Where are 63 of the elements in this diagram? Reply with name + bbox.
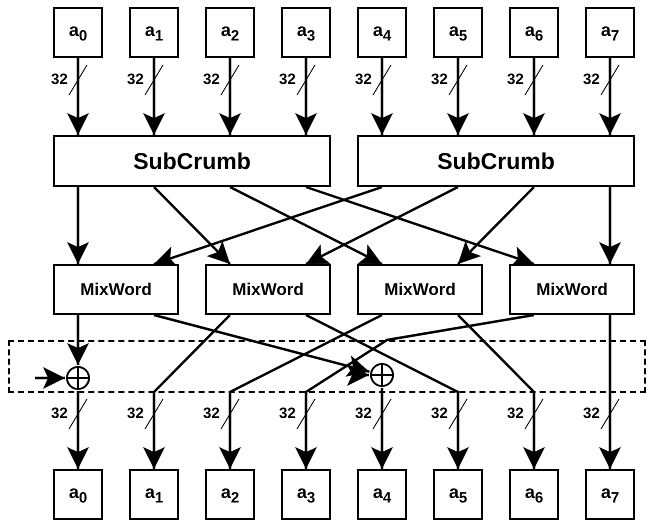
box-label: SubCrumb xyxy=(437,148,555,174)
dashed-region xyxy=(8,340,646,393)
input-word-box xyxy=(357,7,407,58)
edge-label: 32 xyxy=(507,72,524,88)
output-word-box xyxy=(53,469,103,520)
edge-label: 32 xyxy=(431,72,448,88)
edge-label: 32 xyxy=(127,72,144,88)
input-word-box xyxy=(509,7,559,58)
edge-label: 32 xyxy=(127,406,144,422)
box-label: a$_{7}$ xyxy=(600,482,620,507)
box-label: a$_{2}$ xyxy=(220,20,240,45)
mixword-box xyxy=(357,264,483,315)
edge-label: 32 xyxy=(279,406,296,422)
box-label: a$_{2}$ xyxy=(220,482,240,507)
mixword-box xyxy=(205,264,331,315)
box-label: a$_{1}$ xyxy=(144,20,164,45)
box-label: SubCrumb xyxy=(133,148,251,174)
input-word-box xyxy=(205,7,255,58)
xor-symbol xyxy=(370,363,394,387)
input-word-box xyxy=(129,7,179,58)
output-word-box xyxy=(357,469,407,520)
input-word-box xyxy=(433,7,483,58)
subcrumb-box xyxy=(53,135,331,187)
box-label: a$_{0}$ xyxy=(68,20,88,45)
input-word-box xyxy=(53,7,103,58)
output-word-box xyxy=(129,469,179,520)
box-label: a$_{6}$ xyxy=(524,20,544,45)
box-label: a$_{4}$ xyxy=(372,482,392,507)
output-word-box xyxy=(585,469,635,520)
output-word-box xyxy=(205,469,255,520)
edge-label: 32 xyxy=(355,406,372,422)
edge-label: 32 xyxy=(203,72,220,88)
box-label: MixWord xyxy=(80,280,152,300)
box-label: a$_{7}$ xyxy=(600,20,620,45)
output-word-box xyxy=(281,469,331,520)
edge-label: 32 xyxy=(203,406,220,422)
edge-label: 32 xyxy=(583,72,600,88)
box-label: a$_{3}$ xyxy=(296,20,316,45)
mixword-box xyxy=(509,264,635,315)
box-label: a$_{0}$ xyxy=(68,482,88,507)
edge-label: 32 xyxy=(583,406,600,422)
input-word-box xyxy=(281,7,331,58)
edge-label: 32 xyxy=(279,72,296,88)
box-label: a$_{3}$ xyxy=(296,482,316,507)
edge-label: 32 xyxy=(507,406,524,422)
input-word-box xyxy=(585,7,635,58)
edge-label: 32 xyxy=(51,406,68,422)
output-word-box xyxy=(509,469,559,520)
xor-symbol xyxy=(66,366,90,390)
box-label: a$_{4}$ xyxy=(372,20,392,45)
box-label: a$_{5}$ xyxy=(448,482,468,507)
mixword-box xyxy=(53,264,179,315)
box-label: a$_{1}$ xyxy=(144,482,164,507)
edge-label: 32 xyxy=(431,406,448,422)
edge-label: 32 xyxy=(355,72,372,88)
box-label: MixWord xyxy=(536,280,608,300)
subcrumb-box xyxy=(357,135,635,187)
box-label: a$_{6}$ xyxy=(524,482,544,507)
box-label: MixWord xyxy=(232,280,304,300)
box-label: a$_{5}$ xyxy=(448,20,468,45)
box-label: MixWord xyxy=(384,280,456,300)
edge-label: 32 xyxy=(51,72,68,88)
output-word-box xyxy=(433,469,483,520)
